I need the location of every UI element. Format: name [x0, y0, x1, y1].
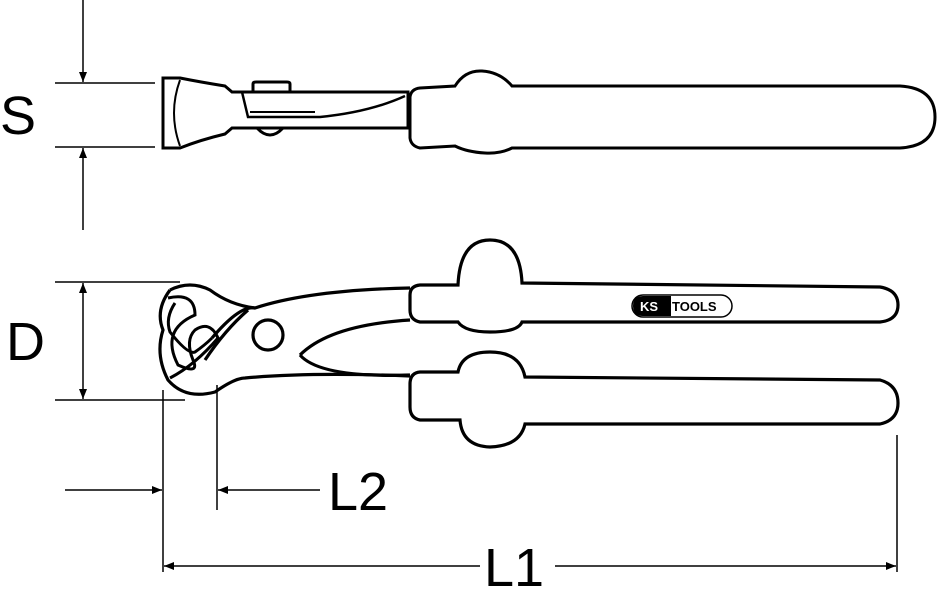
pivot-bottom [255, 126, 285, 137]
svg-text:KS: KS [640, 299, 658, 314]
lower-handle [408, 350, 900, 449]
jaw-head [161, 76, 410, 150]
pliers-front-view [158, 238, 900, 449]
upper-handle [408, 238, 900, 334]
svg-text:TOOLS: TOOLS [672, 299, 717, 314]
pivot-top [251, 80, 292, 92]
dimension-l1 [162, 390, 898, 572]
handle-side [408, 69, 937, 155]
dimension-s-label: S [0, 86, 36, 146]
dimension-s [55, 0, 155, 230]
dimension-l1-label: L1 [484, 538, 544, 598]
jaw-outline [169, 283, 411, 310]
dimension-l2-label: L2 [328, 462, 388, 522]
pliers-side-view [161, 69, 937, 155]
pivot-rivet [251, 318, 285, 352]
ks-tools-logo: KS TOOLS [631, 294, 733, 318]
dimension-d-label: D [6, 312, 45, 372]
dimension-l2 [65, 385, 320, 510]
